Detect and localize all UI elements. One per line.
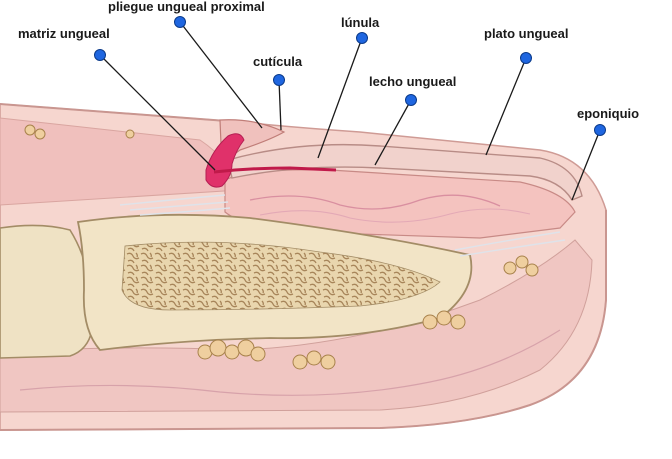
label-eponychium: eponiquio [577, 106, 639, 121]
label-lunula: lúnula [341, 15, 380, 30]
marker-lunula [357, 33, 368, 44]
marker-proximal-fold [175, 17, 186, 28]
marker-cuticle [274, 75, 285, 86]
label-nail-plate: plato ungueal [484, 26, 569, 41]
marker-nail-bed [406, 95, 417, 106]
label-proximal-fold: pliegue ungueal proximal [108, 0, 265, 14]
label-nail-bed: lecho ungueal [369, 74, 456, 89]
proximal-bone [0, 225, 92, 358]
label-matrix: matriz ungueal [18, 26, 110, 41]
marker-nail-plate [521, 53, 532, 64]
marker-eponychium [595, 125, 606, 136]
label-cuticle: cutícula [253, 54, 303, 69]
marker-matrix [95, 50, 106, 61]
